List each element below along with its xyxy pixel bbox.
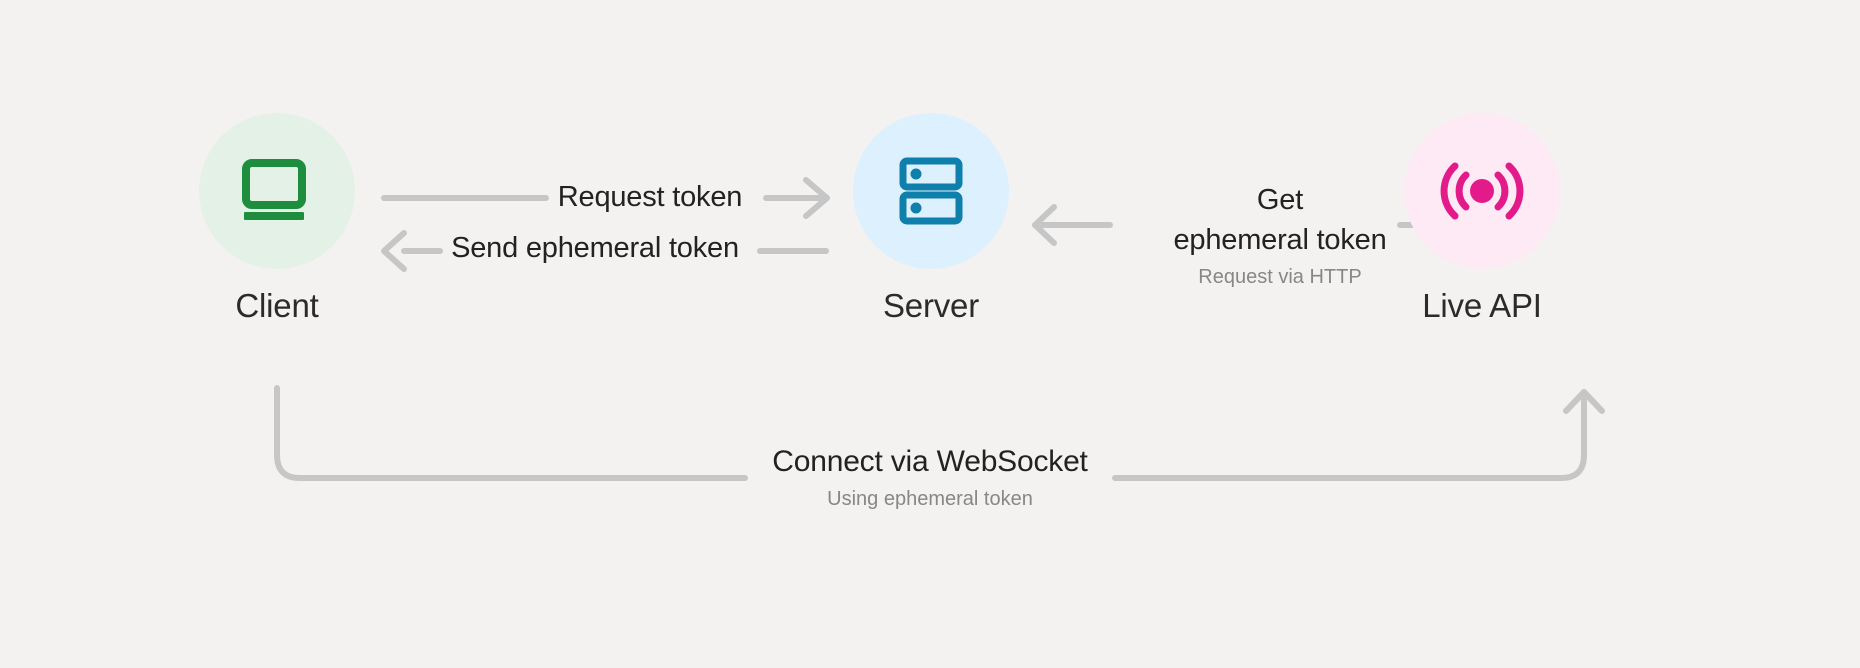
laptop-icon (242, 159, 306, 220)
arrowhead-right-icon (803, 177, 830, 219)
node-live-api[interactable]: Live API (1382, 113, 1582, 325)
node-live-api-circle (1404, 113, 1560, 269)
edge-label-request-token: Request token (540, 177, 760, 217)
arrowhead-up-icon (1563, 389, 1605, 414)
edge-label-send-ephemeral-token: Send ephemeral token (430, 228, 760, 268)
edge-title-connect-websocket: Connect via WebSocket (772, 445, 1088, 478)
edge-subtitle-connect-websocket: Using ephemeral token (827, 488, 1033, 510)
connector-send-ephemeral-token (381, 230, 829, 272)
edge-title-get-ephemeral-token: Get ephemeral token (1173, 184, 1387, 256)
connector-connect-websocket (274, 385, 1605, 481)
node-server[interactable]: Server (831, 113, 1031, 325)
edge-title-request-token: Request token (557, 181, 743, 213)
connector-path-right (1112, 389, 1587, 481)
connector-request-token (381, 177, 830, 219)
node-server-label: Server (883, 287, 979, 324)
connector-get-token-left (1032, 204, 1113, 246)
node-client[interactable]: Client (177, 113, 377, 325)
node-server-circle (853, 113, 1009, 269)
arrowhead-left-icon (381, 230, 407, 272)
connector-path-left (274, 385, 748, 481)
node-live-api-label: Live API (1422, 287, 1542, 324)
edge-label-get-ephemeral-token: Get ephemeral token Request via HTTP (1160, 180, 1400, 291)
edge-label-connect-websocket: Connect via WebSocket Using ephemeral to… (725, 442, 1135, 513)
broadcast-signal-icon (1440, 162, 1524, 220)
edge-title-send-ephemeral-token: Send ephemeral token (451, 232, 739, 264)
edge-subtitle-get-ephemeral-token: Request via HTTP (1198, 266, 1362, 288)
node-client-label: Client (235, 287, 319, 324)
node-client-circle (199, 113, 355, 269)
arrowhead-left-icon (1032, 204, 1057, 246)
server-rack-icon (899, 157, 963, 225)
